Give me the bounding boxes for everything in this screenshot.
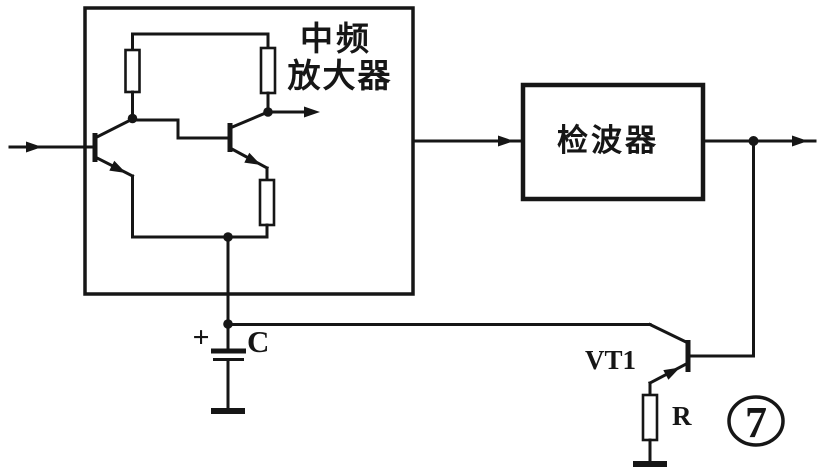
load-resistor-right [259,46,277,95]
q1-collector-lead [92,116,135,141]
if-amplifier-label-line1: 中频 [300,20,372,57]
q1-emitter-arrow-icon [109,160,126,173]
vt1-emitter-arrow-icon [663,367,680,380]
capacitor-plus-sign: + [192,321,209,354]
bypass-capacitor-branch: + C [192,235,269,414]
q2-collector-lead [228,110,270,130]
if-amplifier-block: 中频 放大器 [83,6,415,296]
agc-resistor [641,393,659,442]
capacitor-label: C [247,324,269,359]
resistor-r-label: R [672,401,692,431]
q2-emitter-resistor [258,178,276,227]
q2-emitter-arrow-icon [244,152,261,165]
detector-block: 检波器 [520,82,706,202]
agc-feedback-section: VT1 R [226,139,755,467]
figure-number-badge: 7 [727,395,785,447]
detector-output [701,135,817,147]
figure-number-circle [727,395,785,447]
figure-number: 7 [745,398,767,447]
if-amplifier-internals [8,32,320,242]
input-arrow-icon [26,141,42,153]
vt1-collector-lead [647,322,689,345]
detector-label: 检波器 [557,123,659,158]
supply-rail-wire [131,32,270,52]
if-to-detector-link [411,135,525,147]
interstage-coupling-wire [132,118,230,140]
if-amplifier-label-line2: 放大器 [288,57,393,94]
output-arrow-icon [792,135,808,147]
vt1-label: VT1 [585,345,636,375]
if-output-arrow-icon [498,135,514,147]
load-resistor-left [124,48,141,94]
q2-output-arrow-icon [304,106,320,118]
if-amplifier-box [83,6,415,296]
